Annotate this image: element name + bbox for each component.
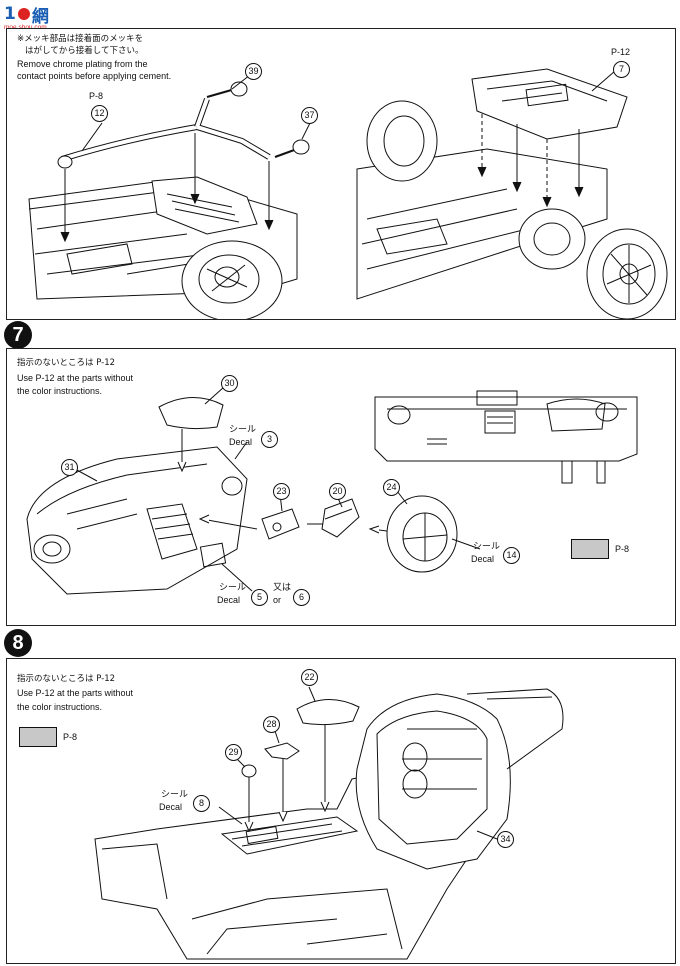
- part-23-callout: 23: [273, 483, 290, 500]
- color-ref-right: P-12: [611, 47, 630, 57]
- part-28-callout: 28: [263, 716, 280, 733]
- decal-8-jp-label: シール: [161, 790, 189, 800]
- part-37-callout: 37: [301, 107, 318, 124]
- decal-14-jp-label: シール: [473, 542, 501, 552]
- interior-tub-illustration: [7, 659, 676, 964]
- watermark-char-2: 網: [31, 6, 49, 27]
- watermark-logo: 1 網: [4, 2, 49, 27]
- color-swatch: [19, 727, 57, 747]
- step-8-badge: 8: [4, 629, 32, 657]
- panel-step-7: 指示のないところは P-12 Use P-12 at the parts wit…: [6, 348, 676, 626]
- part-30-callout: 30: [221, 375, 238, 392]
- decal-8-en-label: Decal: [159, 802, 183, 812]
- part-24-callout: 24: [383, 479, 400, 496]
- part-31-callout: 31: [61, 459, 78, 476]
- watermark-char-1: 1: [4, 4, 16, 24]
- part-34-callout: 34: [497, 831, 514, 848]
- decal-5-en-label: Decal: [217, 595, 241, 605]
- part-20-callout: 20: [329, 483, 346, 500]
- color-swatch: [571, 539, 609, 559]
- note-en-line-2: the color instructions.: [17, 702, 103, 712]
- decal-3-en-label: Decal: [229, 437, 253, 447]
- decal-6-callout: 6: [293, 589, 310, 606]
- decal-5-jp-label: シール: [219, 583, 247, 593]
- decal-3-callout: 3: [261, 431, 278, 448]
- decal-5-callout: 5: [251, 589, 268, 606]
- part-7-callout: 7: [613, 61, 630, 78]
- part-22-callout: 22: [301, 669, 318, 686]
- part-29-callout: 29: [225, 744, 242, 761]
- step-7-badge: 7: [4, 321, 32, 349]
- part-39-callout: 39: [245, 63, 262, 80]
- note-en-line-1: Use P-12 at the parts without: [17, 373, 134, 383]
- note-en-line-2: the color instructions.: [17, 386, 103, 396]
- watermark-url: moe.shou.com: [4, 24, 47, 31]
- chassis-left-illustration: [7, 29, 676, 319]
- note-jp: 指示のないところは P-12: [17, 674, 116, 684]
- note-en-line-1: Use P-12 at the parts without: [17, 688, 134, 698]
- decal-8-callout: 8: [193, 795, 210, 812]
- part-12-callout: 12: [91, 105, 108, 122]
- decal-3-jp-label: シール: [229, 425, 257, 435]
- note-en-line-2: contact points before applying cement.: [17, 71, 172, 81]
- or-en-label: or: [273, 595, 282, 605]
- swatch-color-ref: P-8: [615, 544, 630, 554]
- note-jp-line-2: はがしてから接着して下さい。: [25, 46, 144, 56]
- note-jp: 指示のないところは P-12: [17, 358, 116, 368]
- decal-14-callout: 14: [503, 547, 520, 564]
- or-jp-label: 又は: [273, 583, 292, 593]
- note-en-line-1: Remove chrome plating from the: [17, 59, 148, 69]
- decal-14-en-label: Decal: [471, 554, 495, 564]
- color-ref-right-text: P-12: [611, 47, 631, 57]
- dashboard-illustration: [7, 349, 676, 626]
- panel-step-8: 指示のないところは P-12 Use P-12 at the parts wit…: [6, 658, 676, 964]
- note-jp-line-1: ※メッキ部品は接着面のメッキを: [17, 34, 144, 44]
- color-ref-left: P-8: [89, 91, 103, 101]
- swatch-color-ref: P-8: [63, 732, 78, 742]
- panel-step-6: ※メッキ部品は接着面のメッキを はがしてから接着して下さい。 Remove ch…: [6, 28, 676, 320]
- color-ref-left-text: P-8: [89, 91, 104, 101]
- watermark-dot-icon: [17, 8, 30, 20]
